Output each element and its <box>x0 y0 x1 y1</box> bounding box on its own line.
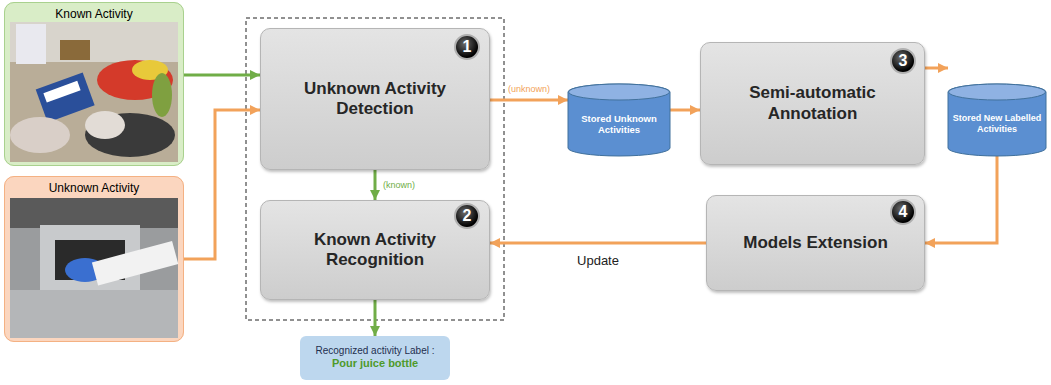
cylinder-top <box>569 84 670 100</box>
flow-arrow <box>925 67 948 70</box>
callout-number: 4 <box>890 199 916 225</box>
node-label: Stored Unknown Activities <box>572 113 666 136</box>
panel-fill <box>4 176 184 342</box>
cylinder-top <box>949 84 1046 100</box>
edge-label: (known) <box>381 180 417 190</box>
callout-number: 2 <box>454 203 480 229</box>
database-cylinder: Stored New Labelled Activities <box>948 84 1046 156</box>
node-label: Unknown Activity Detection <box>288 79 463 120</box>
photo-pickle <box>152 73 172 117</box>
group-bracket <box>246 18 504 320</box>
flow-arrow <box>184 74 260 77</box>
photo-sleeve <box>92 241 178 286</box>
callout-number: 1 <box>454 34 480 60</box>
cylinder-body <box>568 84 670 156</box>
node-label: Recognized activity Label : <box>316 345 435 357</box>
node-label: Stored New Labelled Activities <box>952 113 1042 135</box>
flow-arrow <box>184 110 260 259</box>
kitchen-photo <box>10 22 178 162</box>
photo-carton-label <box>43 81 80 103</box>
flow-arrow <box>374 170 377 200</box>
callout-number: 3 <box>890 48 916 74</box>
flow-arrow <box>490 99 568 102</box>
photo-carton <box>36 72 95 122</box>
cylinder-body <box>948 84 1046 156</box>
photo-machine-top <box>10 198 178 228</box>
flow-arrow <box>925 156 997 243</box>
flow-arrow <box>490 242 706 245</box>
activity-panel: Unknown Activity <box>4 176 184 342</box>
edge-label: Update <box>575 253 621 268</box>
photo-ground <box>10 22 178 162</box>
photo-hand <box>10 117 70 153</box>
node-label: Known Activity Recognition <box>288 230 463 271</box>
photo-tray <box>10 290 178 338</box>
flow-arrow <box>374 300 377 336</box>
edge-label: (unknown) <box>506 84 552 94</box>
photo-jar <box>16 24 46 64</box>
lab-photo <box>10 198 178 338</box>
result-box: Recognized activity Label :Pour juice bo… <box>300 336 450 380</box>
node-label: Models Extension <box>743 233 888 253</box>
node-label: Semi-automatic Annotation <box>725 83 900 124</box>
panel-fill <box>4 2 184 166</box>
database-cylinder: Stored Unknown Activities <box>568 84 670 156</box>
flow-arrow <box>670 109 700 112</box>
node-value: Pour juice bottle <box>332 357 418 370</box>
node-label: Unknown Activity <box>49 181 140 195</box>
node-label: Known Activity <box>55 7 132 21</box>
photo-item <box>60 40 90 60</box>
photo-hand <box>85 111 125 139</box>
photo-ground <box>10 198 178 338</box>
activity-panel: Known Activity <box>4 2 184 166</box>
